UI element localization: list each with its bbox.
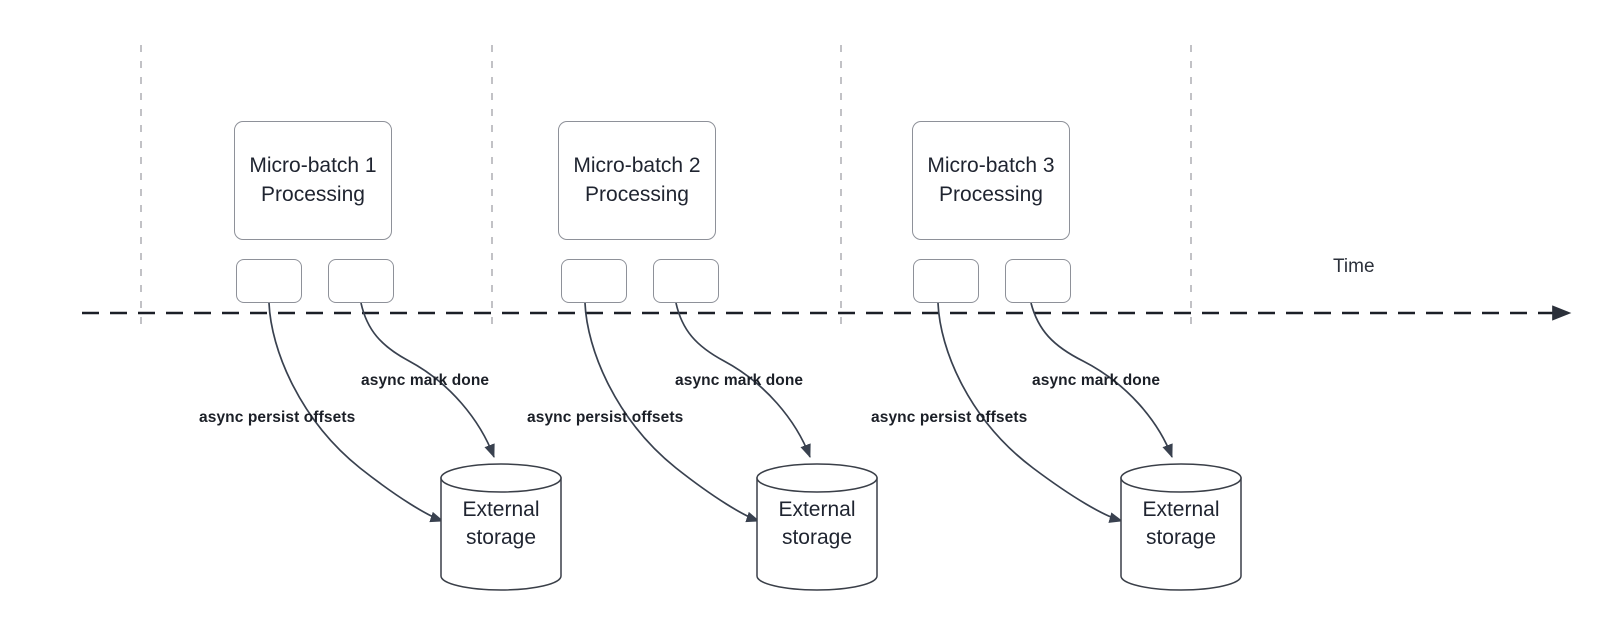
external-storage-shape-3 bbox=[1120, 463, 1242, 591]
micro-batch-box-1[interactable]: Micro-batch 1 Processing bbox=[234, 121, 392, 240]
external-storage-shape-1 bbox=[440, 463, 562, 591]
task-box-3b[interactable] bbox=[1005, 259, 1071, 303]
micro-batch-box-3[interactable]: Micro-batch 3 Processing bbox=[912, 121, 1070, 240]
micro-batch-box-2[interactable]: Micro-batch 2 Processing bbox=[558, 121, 716, 240]
edges-group-2 bbox=[584, 302, 811, 523]
edge-label-persist-offsets-1: async persist offsets bbox=[199, 409, 356, 426]
task-box-1b[interactable] bbox=[328, 259, 394, 303]
edge-mark-done-3 bbox=[1030, 302, 1173, 458]
edge-label-mark-done-1: async mark done bbox=[361, 372, 490, 389]
external-storage-shape-2 bbox=[756, 463, 878, 591]
edges-group-3 bbox=[937, 302, 1173, 523]
edge-label-mark-done-3: async mark done bbox=[1032, 372, 1161, 389]
edge-persist-offsets-2 bbox=[584, 302, 760, 523]
task-box-3a[interactable] bbox=[913, 259, 979, 303]
edge-label-persist-offsets-3: async persist offsets bbox=[871, 409, 1028, 426]
task-box-2a[interactable] bbox=[561, 259, 627, 303]
edges-group-1 bbox=[268, 302, 495, 523]
micro-batch-label-2: Micro-batch 2 Processing bbox=[573, 154, 701, 206]
task-box-2b[interactable] bbox=[653, 259, 719, 303]
edge-persist-offsets-3 bbox=[937, 302, 1123, 523]
time-axis-label: Time bbox=[1333, 256, 1375, 277]
micro-batch-label-1: Micro-batch 1 Processing bbox=[249, 154, 377, 206]
micro-batch-label-3: Micro-batch 3 Processing bbox=[927, 154, 1055, 206]
task-box-1a[interactable] bbox=[236, 259, 302, 303]
edge-mark-done-2 bbox=[675, 302, 811, 458]
edge-label-mark-done-2: async mark done bbox=[675, 372, 804, 389]
edge-mark-done-1 bbox=[360, 302, 495, 458]
edge-persist-offsets-1 bbox=[268, 302, 444, 523]
edge-label-persist-offsets-2: async persist offsets bbox=[527, 409, 684, 426]
